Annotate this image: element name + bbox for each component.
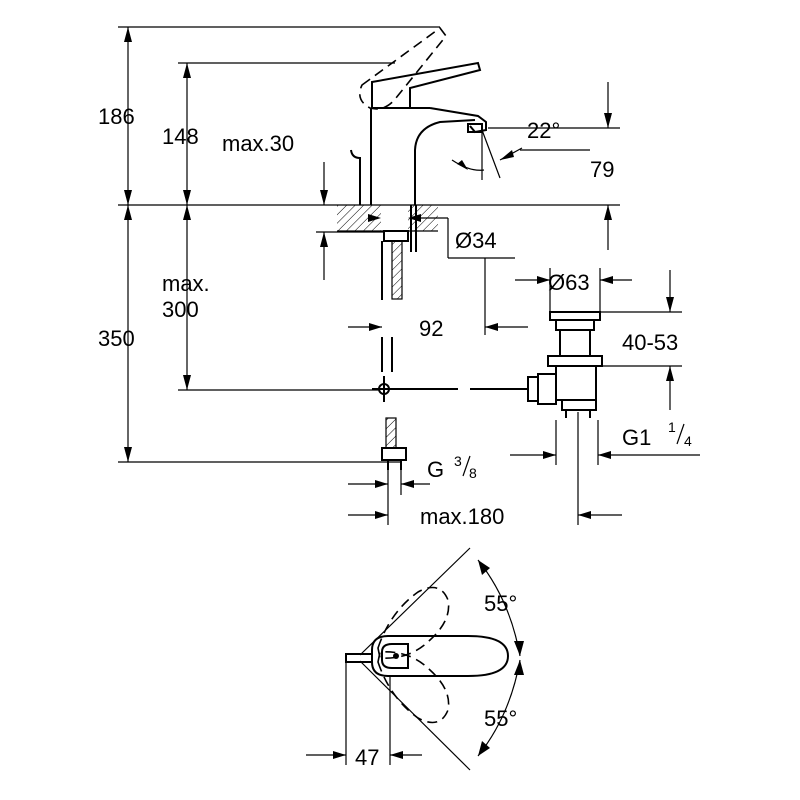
arrow-148-top xyxy=(183,63,191,78)
waste-side-nut xyxy=(537,373,557,405)
arrow-angle55-bottom-start xyxy=(514,660,524,675)
top-body-outline xyxy=(371,635,510,677)
label-angle55-bottom: 55° xyxy=(484,706,517,731)
lever-rotated-bottom-outline xyxy=(377,651,450,724)
label-g114-den: 4 xyxy=(684,433,692,449)
g38-frac-slash xyxy=(462,455,471,477)
label-max: max. xyxy=(162,271,210,296)
label-4053: 40-53 xyxy=(622,330,678,355)
g114-frac-slash xyxy=(676,423,685,445)
lever-handle xyxy=(371,61,482,109)
arrow-dia34-right xyxy=(408,214,421,222)
label-350: 350 xyxy=(98,326,135,351)
arrow-g114-left xyxy=(543,451,556,459)
arrow-angle55-bottom-end xyxy=(478,741,490,756)
popup-waste xyxy=(527,311,603,418)
waste-nut xyxy=(547,355,603,367)
waste-lower-body xyxy=(555,366,597,401)
label-g114-num: 1 xyxy=(668,419,676,435)
label-79: 79 xyxy=(590,157,614,182)
label-47: 47 xyxy=(355,745,379,770)
arrow-max30-lower xyxy=(320,232,328,247)
arrow-92-right xyxy=(485,323,498,331)
hose-upper xyxy=(391,240,403,300)
arrow-angle55-top-end xyxy=(514,641,524,656)
arrow-dia34-left xyxy=(368,214,381,222)
label-g114-main: G1 xyxy=(622,425,651,450)
label-angle55-top: 55° xyxy=(484,591,517,616)
top-popup-rod xyxy=(345,653,373,663)
label-max180: max.180 xyxy=(420,504,504,529)
arrow-max300-top xyxy=(183,205,191,220)
arrow-79-top xyxy=(604,113,612,128)
shank-thread xyxy=(383,230,409,242)
arrow-angle55-top-start xyxy=(478,560,490,575)
top-body-inner xyxy=(381,643,409,669)
arrow-92-left xyxy=(369,323,382,331)
label-dia63: Ø63 xyxy=(548,270,590,295)
waste-flange xyxy=(555,320,595,331)
arrow-g38-right xyxy=(401,480,414,488)
popup-rod xyxy=(350,149,361,205)
waste-side-connector xyxy=(527,376,539,402)
arrow-angle22 xyxy=(457,160,468,170)
arrow-350-bottom xyxy=(124,447,132,462)
arrow-186-top xyxy=(124,27,132,42)
hose-nut xyxy=(381,447,407,461)
arrow-dia63-left xyxy=(537,276,550,284)
label-g38-num: 3 xyxy=(454,453,462,469)
hose-lower xyxy=(385,417,397,449)
label-186: 186 xyxy=(98,104,135,129)
arrow-4053-top xyxy=(666,297,674,312)
top-view: 55° 55° 47 xyxy=(306,547,524,771)
angle55-top-line xyxy=(359,547,471,656)
arrow-79-bottom xyxy=(604,205,612,220)
top-body-dot xyxy=(393,653,399,659)
label-92: 92 xyxy=(419,316,443,341)
arrow-4053-bottom xyxy=(666,366,674,381)
angle22-slant-line xyxy=(481,129,501,179)
faucet-body xyxy=(350,26,487,205)
faucet-main-body xyxy=(370,108,476,205)
arrow-angle22-leader xyxy=(500,150,514,160)
arrow-g38-left xyxy=(375,480,388,488)
arrow-186-bottom xyxy=(124,190,132,205)
label-148: 148 xyxy=(162,124,199,149)
arrow-47-left xyxy=(333,751,346,759)
waste-tailpiece-cap xyxy=(561,399,597,411)
arrow-max180-left xyxy=(375,511,388,519)
arrow-g114-right xyxy=(598,451,611,459)
arrow-max180-right xyxy=(578,511,591,519)
lever-rotated-top-outline xyxy=(377,586,450,659)
angle55-bottom-line xyxy=(359,660,471,771)
aerator xyxy=(467,123,483,133)
label-dia34: Ø34 xyxy=(455,228,497,253)
label-300: 300 xyxy=(162,297,199,322)
label-g38-den: 8 xyxy=(469,465,477,481)
label-g38-main: G xyxy=(427,457,444,482)
waste-flange-cap xyxy=(549,311,601,321)
label-angle22: 22° xyxy=(527,118,560,143)
arrow-max300-bottom xyxy=(183,375,191,390)
arrow-max30 xyxy=(320,190,328,205)
arrow-dia63-right xyxy=(600,276,613,284)
arrow-350-top xyxy=(124,205,132,220)
label-max30: max.30 xyxy=(222,131,294,156)
arrow-47-right xyxy=(390,751,403,759)
arrow-148-bottom xyxy=(183,190,191,205)
mounting-shank xyxy=(381,205,417,300)
side-view: 186 148 max.30 350 max. 300 xyxy=(98,26,700,529)
angle22-arc xyxy=(451,159,485,171)
